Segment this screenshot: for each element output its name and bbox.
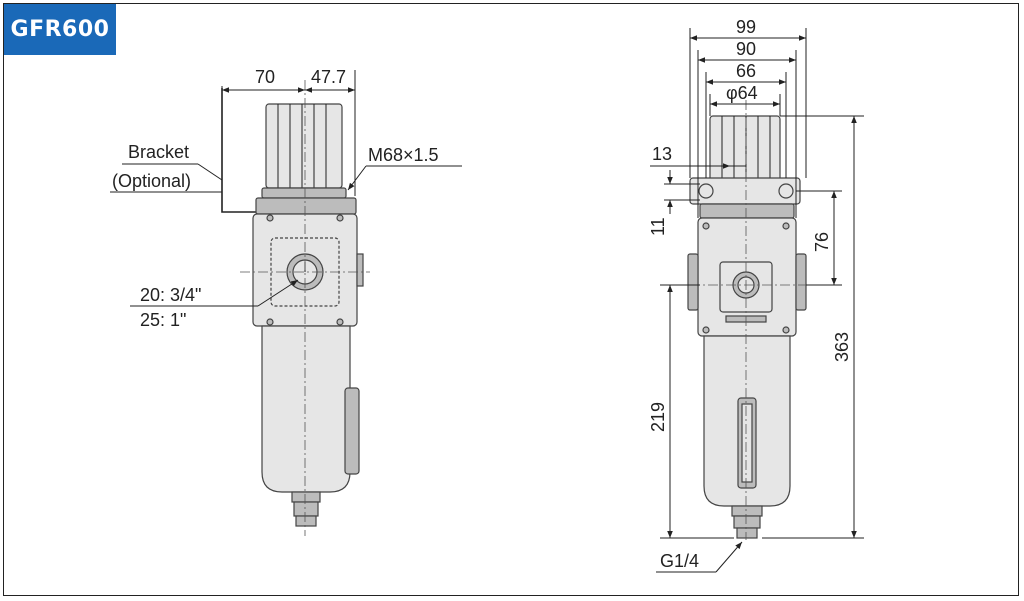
port-label-25: 25: 1" <box>140 310 186 330</box>
dim-11: 11 <box>648 217 668 236</box>
bracket-label: Bracket <box>128 142 189 162</box>
model-badge: GFR600 <box>4 4 116 55</box>
right-bowl <box>703 335 791 539</box>
dim-76: 76 <box>812 232 832 252</box>
dim-13: 13 <box>652 144 672 164</box>
left-knob <box>261 103 347 199</box>
thread-label: M68×1.5 <box>368 145 439 165</box>
dim-363: 363 <box>832 332 852 362</box>
left-bowl <box>261 325 360 527</box>
dim-phi-64: φ64 <box>726 83 758 103</box>
port-label-20: 20: 3/4" <box>140 285 201 305</box>
dim-70: 70 <box>255 67 275 87</box>
left-main-body <box>252 213 364 327</box>
right-bracket <box>689 177 801 219</box>
right-main-body <box>687 217 807 337</box>
drain-port-label: G1/4 <box>660 551 699 571</box>
dim-47-7: 47.7 <box>311 67 346 87</box>
bracket-optional-label: (Optional) <box>112 171 191 191</box>
dim-219: 219 <box>648 402 668 432</box>
dim-99: 99 <box>736 17 756 37</box>
dim-66: 66 <box>736 61 756 81</box>
right-view: 99 90 66 φ64 13 11 76 363 219 G1/4 <box>648 17 864 573</box>
drawing-frame <box>3 3 1019 596</box>
left-view: 70 47.7 Bracket (Optional) M68×1.5 20: 3… <box>110 67 462 536</box>
dim-90: 90 <box>736 39 756 59</box>
